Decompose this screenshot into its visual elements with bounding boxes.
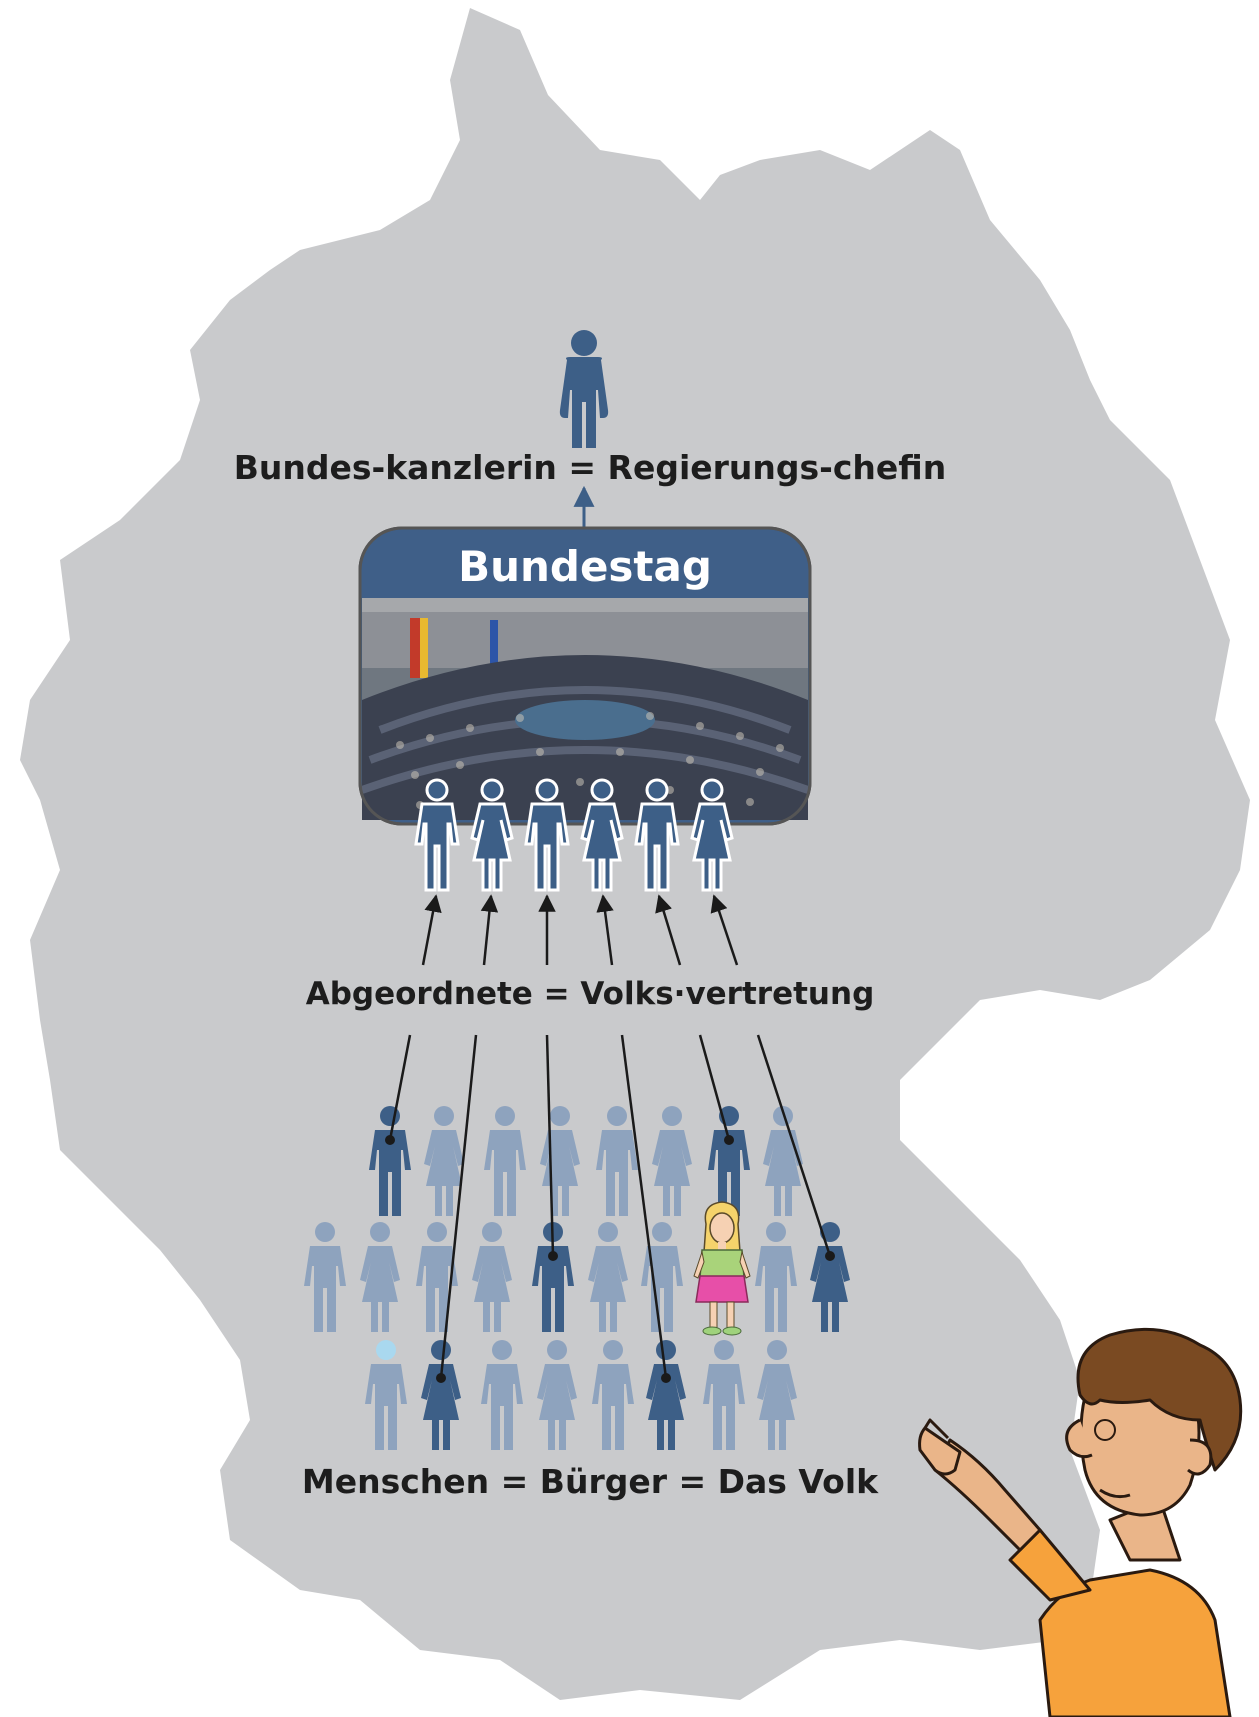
person-icon bbox=[634, 778, 680, 892]
parliament-photo bbox=[362, 598, 808, 820]
woman-icon bbox=[757, 1340, 797, 1450]
chancellor-label: Bundes-kanzlerin = Regierungs-chefin bbox=[233, 448, 947, 487]
person-icon bbox=[484, 1106, 526, 1216]
person-icon bbox=[755, 1222, 797, 1332]
woman-icon bbox=[763, 1106, 803, 1216]
person-icon bbox=[592, 1340, 634, 1450]
woman-icon bbox=[652, 1106, 692, 1216]
people-label: Menschen = Bürger = Das Volk bbox=[301, 1462, 879, 1501]
people-row-3 bbox=[365, 1340, 797, 1450]
woman-icon bbox=[424, 1106, 464, 1216]
chancellor-icon bbox=[559, 330, 609, 448]
citizen-dots bbox=[385, 1135, 835, 1383]
woman-icon bbox=[360, 1222, 400, 1332]
woman-icon bbox=[580, 778, 624, 892]
pointing-man-illustration bbox=[918, 1327, 1243, 1717]
deputies-row bbox=[414, 778, 734, 892]
germany-map bbox=[20, 8, 1250, 1700]
deputies-label: Abgeordnete = Volks·vertretung bbox=[305, 976, 875, 1012]
girl-illustration bbox=[693, 1201, 751, 1336]
woman-icon bbox=[421, 1340, 461, 1450]
woman-icon bbox=[588, 1222, 628, 1332]
people-row-1 bbox=[369, 1106, 803, 1216]
person-icon bbox=[596, 1106, 638, 1216]
person-icon bbox=[304, 1222, 346, 1332]
woman-icon bbox=[470, 778, 514, 892]
person-icon bbox=[481, 1340, 523, 1450]
bundestag-title: Bundestag bbox=[458, 542, 712, 591]
person-icon bbox=[703, 1340, 745, 1450]
person-icon bbox=[365, 1340, 407, 1450]
woman-icon bbox=[537, 1340, 577, 1450]
woman-icon bbox=[690, 778, 734, 892]
citizen-lines bbox=[388, 1034, 832, 1379]
person-icon bbox=[524, 778, 570, 892]
people-row-2 bbox=[304, 1201, 850, 1336]
woman-icon bbox=[472, 1222, 512, 1332]
person-icon bbox=[414, 778, 460, 892]
deputy-arrows bbox=[421, 894, 739, 966]
